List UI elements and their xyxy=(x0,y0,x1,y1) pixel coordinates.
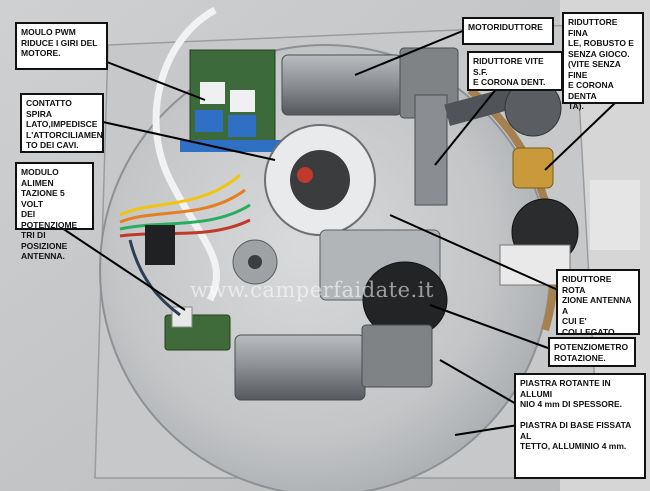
pointer-lines xyxy=(61,29,616,436)
slip-ring-red-wire xyxy=(297,167,313,183)
label-pwm-module: MOULO PWM RIDUCE I GIRI DEL MOTORE. xyxy=(15,22,108,70)
pointer-pwm xyxy=(106,61,206,101)
label-slip-ring: CONTATTO SPIRA LATO,IMPEDISCE L'ATTORCIL… xyxy=(20,93,104,153)
pointer-potenziometro xyxy=(429,304,549,349)
relay-1 xyxy=(200,82,225,104)
orange-wire xyxy=(119,188,246,224)
green-wire xyxy=(119,203,251,231)
pointer-riduttore-fine xyxy=(544,102,616,171)
terminal-block-2 xyxy=(228,115,256,137)
white-cable xyxy=(152,6,220,302)
red-wire xyxy=(119,218,251,238)
label-final-reducer: RIDUTTORE FINA LE, ROBUSTO E SENZA GIOCO… xyxy=(562,12,644,111)
worm-shaft-housing xyxy=(414,94,448,206)
terminal-strip xyxy=(180,140,290,152)
pointer-vite xyxy=(434,77,506,166)
label-rotation-reducer: RIDUTTORE ROTA ZIONE ANTENNA A CUI E' CO… xyxy=(556,269,640,368)
terminal-block-1 xyxy=(195,110,223,132)
wire-connector xyxy=(145,225,175,265)
brass-gear xyxy=(512,147,554,189)
relay-2 xyxy=(230,90,255,112)
pointer-motoriduttore xyxy=(354,29,466,76)
pointer-piastra-rotante xyxy=(439,359,519,406)
right-bracket xyxy=(590,180,640,250)
slip-ring-center xyxy=(290,150,350,210)
yellow-wire xyxy=(119,173,241,217)
bottom-gearbox xyxy=(361,324,433,388)
watermark: www.camperfaidate.it xyxy=(190,278,434,302)
label-worm-reducer: RIDUTTORE VITE S.F. E CORONA DENT. xyxy=(467,51,563,91)
label-plates: PIASTRA ROTANTE IN ALLUMI NIO 4 mm DI SP… xyxy=(514,373,646,479)
pointer-piastra-base xyxy=(454,424,519,436)
pointer-spira xyxy=(102,121,276,161)
label-potentiometer: POTENZIOMETRO ROTAZIONE. xyxy=(548,337,636,367)
small-gear-hub xyxy=(248,255,262,269)
label-power-module: MODULO ALIMEN TAZIONE 5 VOLT DEI POTENZI… xyxy=(15,162,94,261)
pointer-rotazione xyxy=(389,214,559,291)
pointer-alimentazione xyxy=(61,227,186,311)
label-gearmotor: MOTORIDUTTORE xyxy=(462,17,554,45)
bottom-motor xyxy=(234,334,366,401)
